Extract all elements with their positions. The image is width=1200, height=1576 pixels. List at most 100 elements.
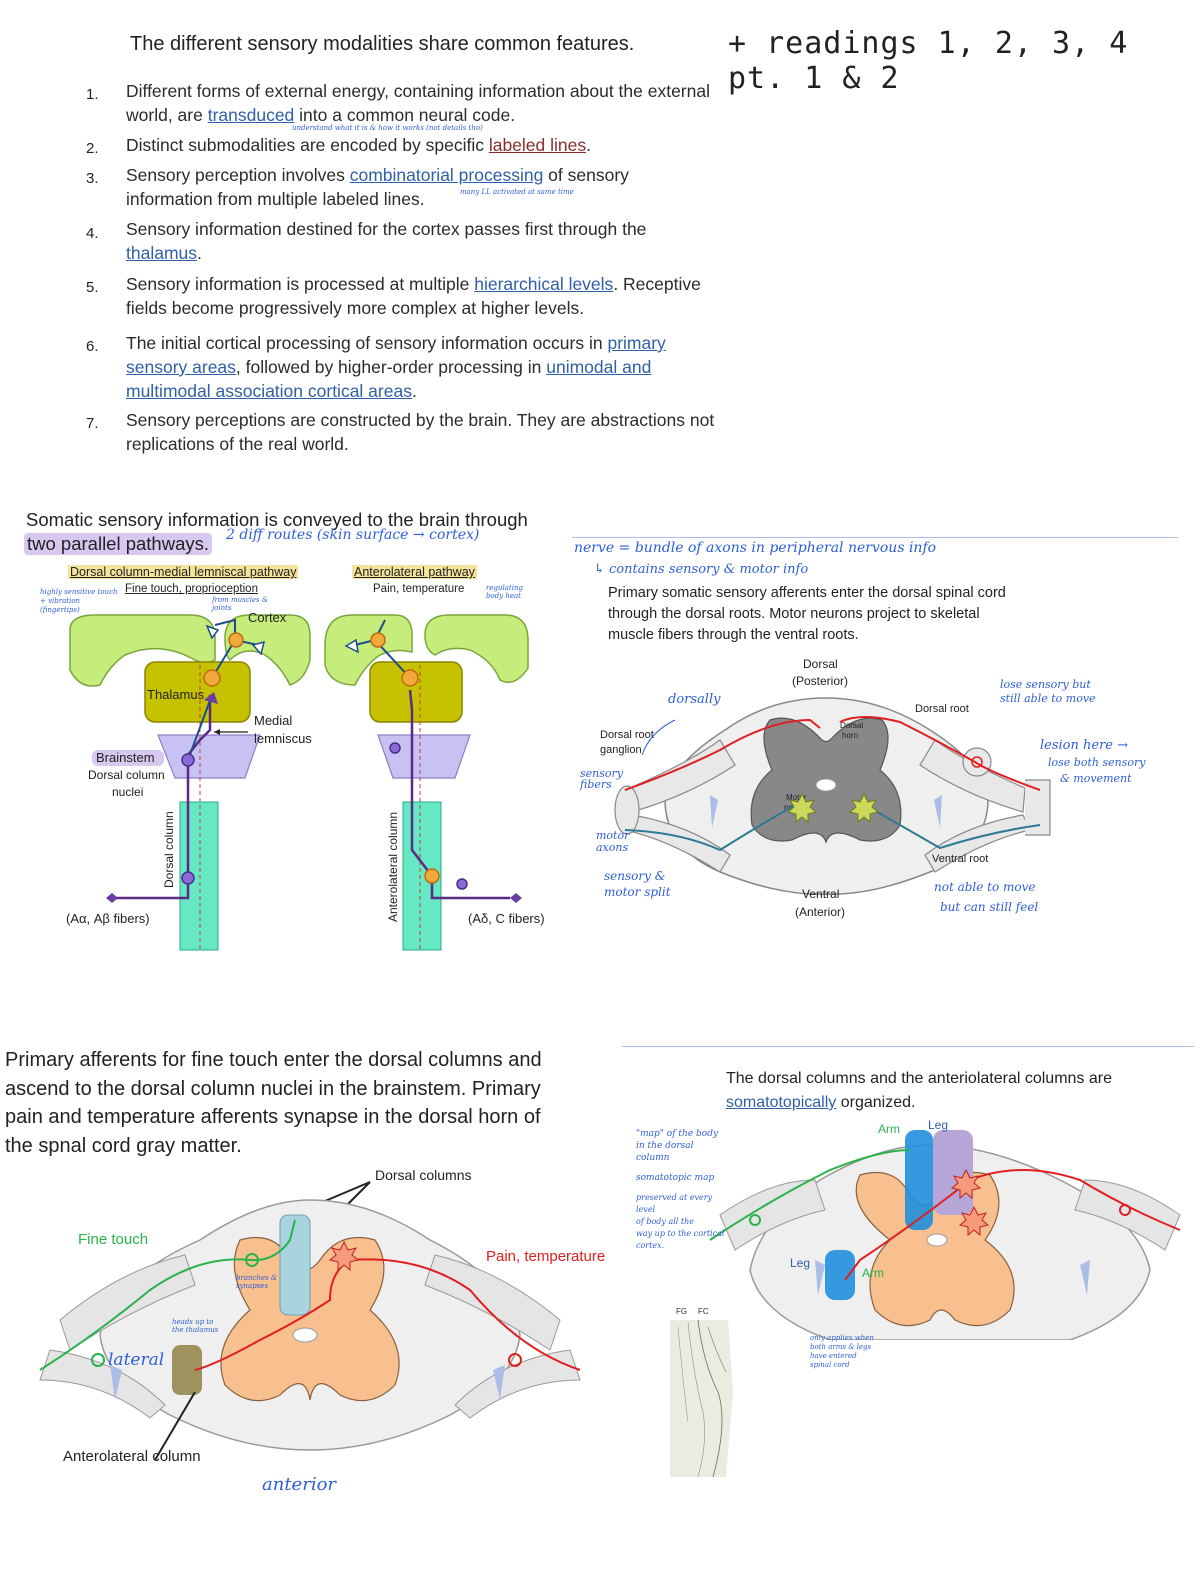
arm-label: Arm [862, 1266, 884, 1280]
al-label: Anterolateral pathway [352, 565, 477, 579]
fc-label: FC [698, 1307, 709, 1316]
term-link[interactable]: primary sensory areas [126, 333, 666, 377]
list-number: 5. [86, 279, 99, 296]
divider [622, 1046, 1194, 1047]
anterolateral-column-label: Anterolateral column [63, 1448, 201, 1465]
somatotopy-caption: The dorsal columns and the anteriolatera… [726, 1070, 1112, 1087]
fibers-left-label: (Aα, Aβ fibers) [66, 911, 150, 926]
somatotopy-diagram [709, 1130, 1181, 1340]
handwritten-note: nerve = bundle of axons in peripheral ne… [574, 540, 937, 556]
brainstem-shape [377, 734, 471, 779]
handwritten-note: not able to move [934, 880, 1036, 894]
list-item: Distinct submodalities are encoded by sp… [126, 135, 591, 155]
thalamus-label: Thalamus [147, 687, 205, 702]
handwritten-notes-map: "map" of the body in the dorsal column s… [636, 1129, 725, 1250]
somatotopy-caption-2: somatotopically organized. [726, 1094, 916, 1111]
list-item: Sensory perceptions are constructed by t… [126, 410, 715, 454]
handwritten-note: lose sensory but [1000, 678, 1091, 691]
brainstem-shape [157, 734, 261, 779]
parallel-pathways-diagram: Cortex Thalamus Medial lemniscus Brainst… [66, 610, 545, 951]
list-item: The initial cortical processing of senso… [126, 333, 666, 401]
brainstem-label: Brainstem [96, 750, 155, 765]
medial-lemniscus-label: lemniscus [254, 731, 312, 746]
ventral-label: Ventral [802, 887, 839, 901]
pathways-heading: Somatic sensory information is conveyed … [26, 509, 528, 530]
ventral-root-label: Ventral root [932, 853, 988, 865]
handwritten-note: many LL activated at same time [460, 188, 574, 196]
roots-caption: Primary somatic sensory afferents enter … [608, 585, 1006, 643]
fibers-right-label: (Aδ, C fibers) [468, 911, 545, 926]
page-title: The different sensory modalities share c… [130, 33, 635, 55]
list-item: Sensory information is processed at mult… [126, 274, 701, 318]
thalamus-shape [144, 661, 251, 723]
handwritten-note: understand what it is & how it works (no… [292, 124, 483, 132]
list-number: 4. [86, 225, 99, 242]
drg-label: ganglion [600, 744, 642, 756]
fine-touch-label: Fine touch [78, 1231, 149, 1248]
cortex-shape [324, 614, 413, 686]
handwritten-note: from muscles & joints [212, 596, 269, 612]
handwritten-note: regulating body heat [486, 584, 523, 600]
term-link[interactable]: labeled lines [488, 135, 587, 155]
list-number: 3. [86, 170, 99, 187]
handwritten-note: 2 diff routes (skin surface → cortex) [226, 527, 480, 543]
handwritten-note: branches & synapses [236, 1274, 278, 1290]
afferents-diagram: Dorsal columns [39, 1167, 581, 1461]
leg-label: Leg [790, 1256, 811, 1270]
dorsal-label: Dorsal [803, 657, 838, 671]
dorsal-columns-label: Dorsal columns [375, 1167, 471, 1183]
dcml-sub: Fine touch, proprioception [125, 583, 258, 595]
handwritten-note: motor axons [596, 829, 630, 854]
thalamus-shape [369, 661, 463, 723]
cord-cross-section-photo: FG FC [670, 1307, 733, 1478]
motor-neuron-label: Motor [786, 793, 807, 802]
cortex-shape [69, 614, 216, 687]
dorsal-horn-label: Dorsal [840, 721, 863, 730]
ventral-label: (Anterior) [795, 905, 845, 919]
handwritten-note: sensory fibers [580, 767, 623, 791]
list-number: 1. [86, 86, 99, 103]
handwritten-note: dorsally [668, 692, 721, 707]
cortex-shape [424, 614, 529, 683]
term-link[interactable]: hierarchical levels [474, 274, 614, 294]
readings-note: + readings 1, 2, 3, 4 pt. 1 & 2 [728, 26, 1129, 96]
handwritten-note: lose both sensory [1048, 756, 1146, 769]
list-item: Sensory information destined for the cor… [126, 219, 647, 263]
list-number: 2. [86, 140, 99, 157]
leg-label: Leg [928, 1118, 949, 1132]
dorsal-root-label: Dorsal root [915, 703, 969, 715]
term-link[interactable]: combinatorial processing [349, 165, 544, 185]
list-number: 6. [86, 338, 99, 355]
term-link[interactable]: somatotopically [726, 1094, 837, 1111]
dcn-label: nuclei [112, 785, 143, 799]
term-link[interactable]: unimodal and multimodal association cort… [126, 357, 652, 401]
handwritten-note: highly sensitive touch + vibration (fing… [40, 588, 118, 614]
drg-label: Dorsal root [600, 729, 654, 741]
term-link[interactable]: thalamus [126, 243, 198, 263]
list-item: Different forms of external energy, cont… [126, 81, 710, 125]
pathways-heading-2: two parallel pathways. [24, 533, 213, 555]
list-item: Sensory perception involves combinatoria… [126, 165, 629, 209]
dorsal-horn-label: horn [842, 731, 858, 740]
cortex-label: Cortex [248, 610, 287, 625]
anterolateral-column-label: Anterolateral column [386, 812, 400, 922]
handwritten-note: sensory & motor split [604, 869, 671, 899]
handwritten-note: lesion here → [1040, 738, 1129, 753]
handwritten-note: but can still feel [940, 900, 1039, 914]
dorsal-column-label: Dorsal column [162, 811, 176, 888]
handwritten-note: only applies when both arms & legs have … [810, 1334, 874, 1369]
list-number: 7. [86, 415, 99, 432]
al-sub: Pain, temperature [373, 583, 465, 595]
handwritten-note: ↳ contains sensory & motor info [594, 562, 809, 577]
dorsal-label: (Posterior) [792, 674, 848, 688]
handwritten-note: anterior [262, 1474, 337, 1495]
handwritten-note: lateral [108, 1350, 165, 1370]
pain-temp-label: Pain, temperature [486, 1248, 606, 1265]
afferents-caption: Primary afferents for fine touch enter t… [5, 1049, 542, 1157]
dcml-label: Dorsal column-medial lemniscal pathway [68, 565, 299, 579]
cortex-shape [224, 614, 311, 686]
handwritten-note: heads up to the thalamus [172, 1318, 219, 1334]
medial-lemniscus-label: Medial [254, 713, 292, 728]
term-link[interactable]: transduced [207, 105, 295, 125]
dcn-label: Dorsal column [88, 768, 165, 782]
